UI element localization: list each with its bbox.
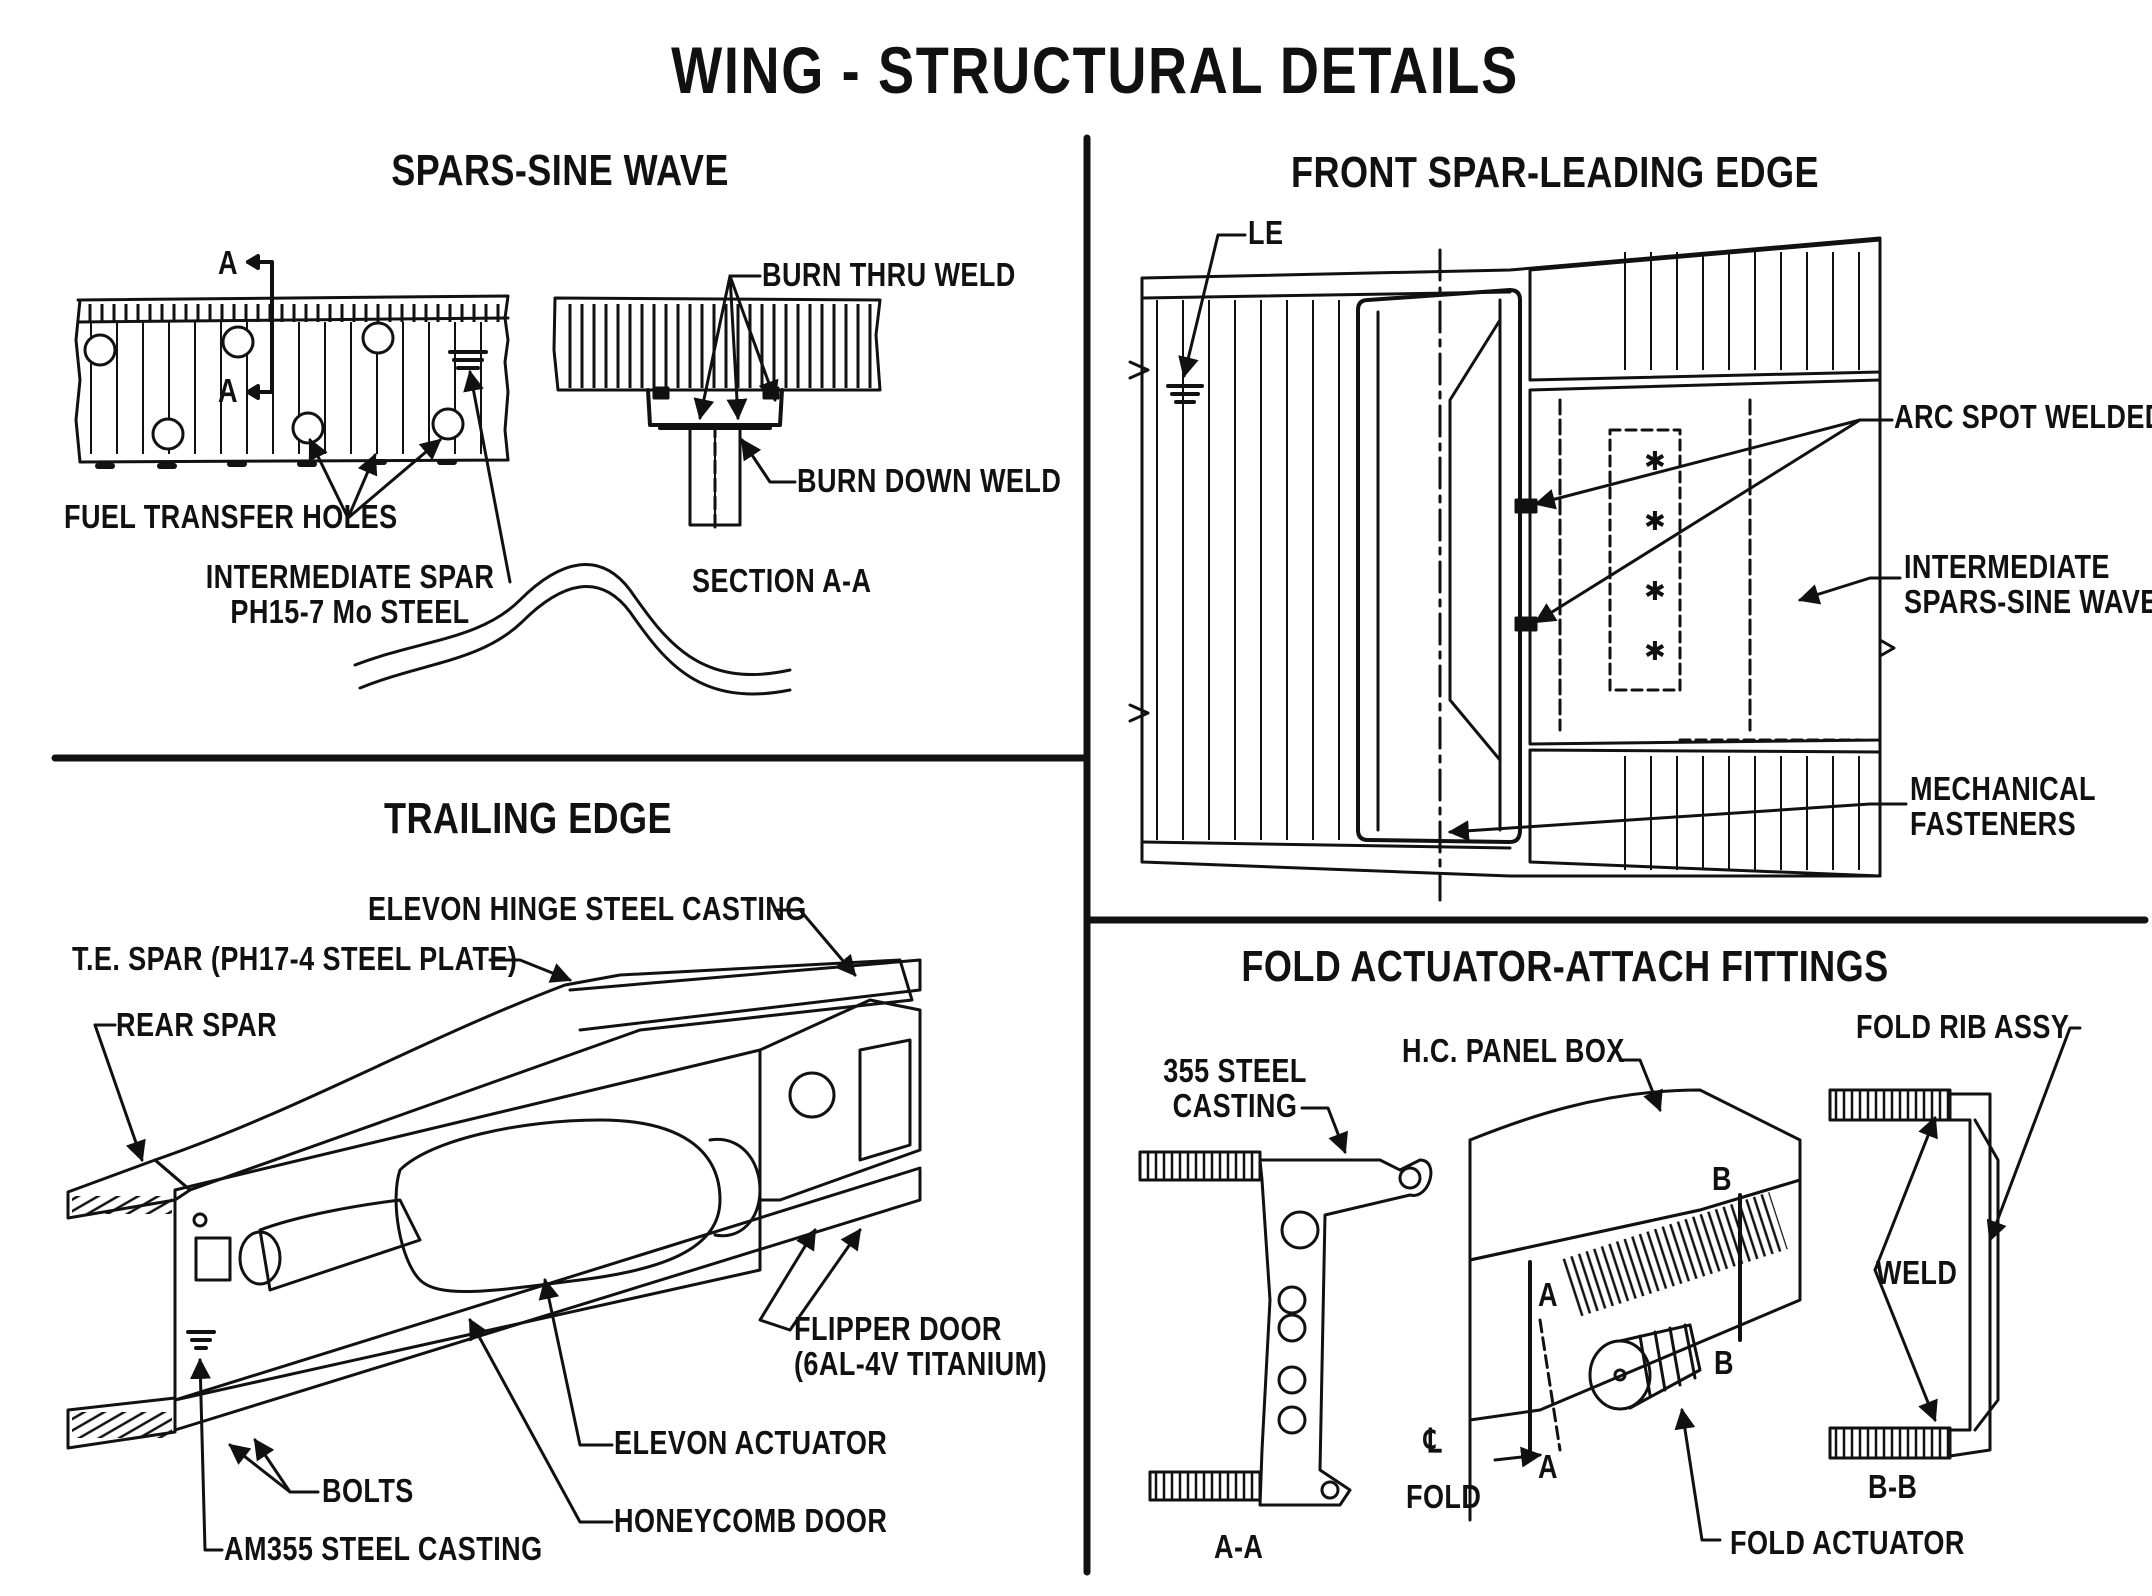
spars-heading: SPARS-SINE WAVE [391, 146, 729, 195]
fold-actuator-drawing [1138, 1026, 2082, 1542]
steel-casting-label: 355 STEEL CASTING [1163, 1052, 1307, 1124]
honeycomb-label: HONEYCOMB DOOR [614, 1502, 888, 1539]
mech-fasteners-label: MECHANICAL FASTENERS [1910, 770, 2096, 842]
burn-thru-label: BURN THRU WELD [762, 256, 1016, 293]
front-spar-heading: FRONT SPAR-LEADING EDGE [1291, 148, 1819, 197]
hc-panel-label: H.C. PANEL BOX [1402, 1032, 1625, 1069]
elevon-actuator-label: ELEVON ACTUATOR [614, 1424, 888, 1461]
fold-rib-label: FOLD RIB ASSY [1856, 1008, 2070, 1045]
svg-text:✱: ✱ [1644, 577, 1666, 607]
burn-weld-leaders [693, 274, 797, 484]
rear-spar-label: REAR SPAR [116, 1006, 278, 1043]
fold-heading: FOLD ACTUATOR-ATTACH FITTINGS [1241, 942, 1889, 991]
te-spar-label: T.E. SPAR (PH17-4 STEEL PLATE) [72, 940, 518, 977]
aa-fitting [1138, 1150, 1433, 1507]
elevon-hinge-label: ELEVON HINGE STEEL CASTING [368, 890, 807, 927]
bb-label: B-B [1868, 1468, 1918, 1505]
sine-wave-section [353, 563, 792, 696]
intermediate-spars-label: INTERMEDIATE SPARS-SINE WAVE [1904, 548, 2152, 620]
svg-text:✱: ✱ [1644, 637, 1666, 667]
centerline-symbol: ℄ [1424, 1422, 1442, 1459]
fold-label: FOLD [1406, 1478, 1482, 1515]
section-marker-a-top: A [218, 244, 238, 281]
section-a-marker [246, 254, 274, 400]
fold-actuator-shape [1588, 1323, 1702, 1411]
fold-actuator-label: FOLD ACTUATOR [1730, 1524, 1965, 1561]
flipper-door-label: FLIPPER DOOR (6AL-4V TITANIUM) [794, 1310, 1047, 1382]
spars-panel-drawing [74, 254, 882, 696]
page-title: WING - STRUCTURAL DETAILS [671, 33, 1519, 107]
am355-label: AM355 STEEL CASTING [224, 1530, 543, 1567]
intermediate-spar-label: INTERMEDIATE SPAR PH15-7 Mo STEEL [205, 558, 495, 630]
trailing-edge-drawing [66, 908, 922, 1552]
section-b-bottom: B [1714, 1344, 1734, 1381]
aa-label: A-A [1214, 1528, 1264, 1565]
fuel-holes-label: FUEL TRANSFER HOLES [64, 498, 398, 535]
section-a-bottom: A [1538, 1448, 1558, 1485]
hc-panel-box [1468, 1088, 1802, 1522]
fuel-holes-leaders [308, 438, 442, 520]
weld-label: WELD [1876, 1254, 1958, 1291]
trailing-heading: TRAILING EDGE [384, 794, 672, 843]
section-aa-label: SECTION A-A [692, 562, 872, 599]
panel-dividers [51, 134, 2149, 1576]
section-marker-a-bottom: A [218, 372, 238, 409]
section-b-top: B [1712, 1160, 1732, 1197]
arc-spot-label: ARC SPOT WELDED [1894, 398, 2152, 435]
bolts-label: BOLTS [322, 1472, 414, 1509]
svg-text:✱: ✱ [1644, 447, 1666, 477]
front-spar-drawing: ✱ ✱ ✱ ✱ [1128, 233, 1908, 902]
svg-text:✱: ✱ [1644, 507, 1666, 537]
spar-skin-left [74, 294, 510, 469]
elevon-actuator-shape [238, 1118, 762, 1294]
section-a-top: A [1538, 1276, 1558, 1313]
burn-down-label: BURN DOWN WELD [797, 462, 1062, 499]
bb-rib [1828, 1088, 2000, 1460]
le-label: LE [1248, 214, 1284, 251]
intermediate-spar-mark [448, 350, 488, 370]
